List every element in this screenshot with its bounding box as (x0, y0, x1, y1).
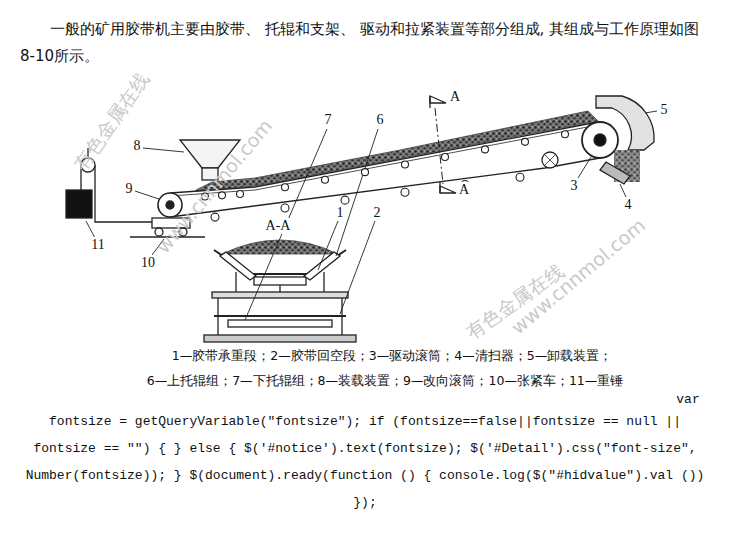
upper-idler (562, 131, 569, 138)
callout-number: 5 (660, 102, 669, 118)
callout-number: 11 (90, 237, 105, 253)
upper-idler (362, 169, 369, 176)
callout-number: 6 (376, 112, 385, 128)
upper-idler (402, 161, 409, 168)
upper-idler (237, 191, 244, 198)
callout-number: 2 (373, 205, 382, 221)
callout-number: 1 (336, 205, 345, 221)
lower-idler (211, 213, 219, 221)
lower-idler (516, 173, 524, 181)
callout-number: 7 (324, 112, 333, 128)
figure-key: 1—胶带承重段；2—胶带回空段；3—驱动滚筒；4—清扫器；5—卸载装置； (172, 348, 612, 365)
callout-number: 10 (140, 255, 156, 271)
section-mark: A (449, 89, 461, 105)
body-paragraph: 一般的矿用胶带机主要由胶带、 托辊和支架、 驱动和拉紧装置等部分组成, 其组成与… (20, 16, 710, 70)
conveyor-drawing (66, 96, 657, 342)
upper-idler (322, 176, 329, 183)
upper-idler (442, 153, 449, 160)
callout-number: 9 (125, 181, 134, 197)
upper-idler (282, 184, 289, 191)
code-text: var (676, 386, 699, 413)
callout-number: 4 (624, 197, 633, 213)
upper-idler (482, 146, 489, 153)
callout-number: 3 (570, 178, 579, 194)
callout-number: 8 (133, 138, 142, 154)
upper-idler (522, 138, 529, 145)
code-text: fontsize = getQueryVariable("fontsize");… (25, 408, 705, 516)
lower-idler (401, 188, 409, 196)
lower-idler (341, 196, 349, 204)
section-mark: A (458, 182, 470, 198)
figure-key: 6—上托辊组；7—下托辊组；8—装载装置；9—改向滚筒；10—张紧车；11—重锤 (147, 373, 624, 390)
lower-idler (281, 204, 289, 212)
watermark: www.cnnmol.com (152, 115, 277, 257)
watermark: 有色金属在线 (69, 68, 156, 176)
section-title: A-A (265, 218, 292, 234)
